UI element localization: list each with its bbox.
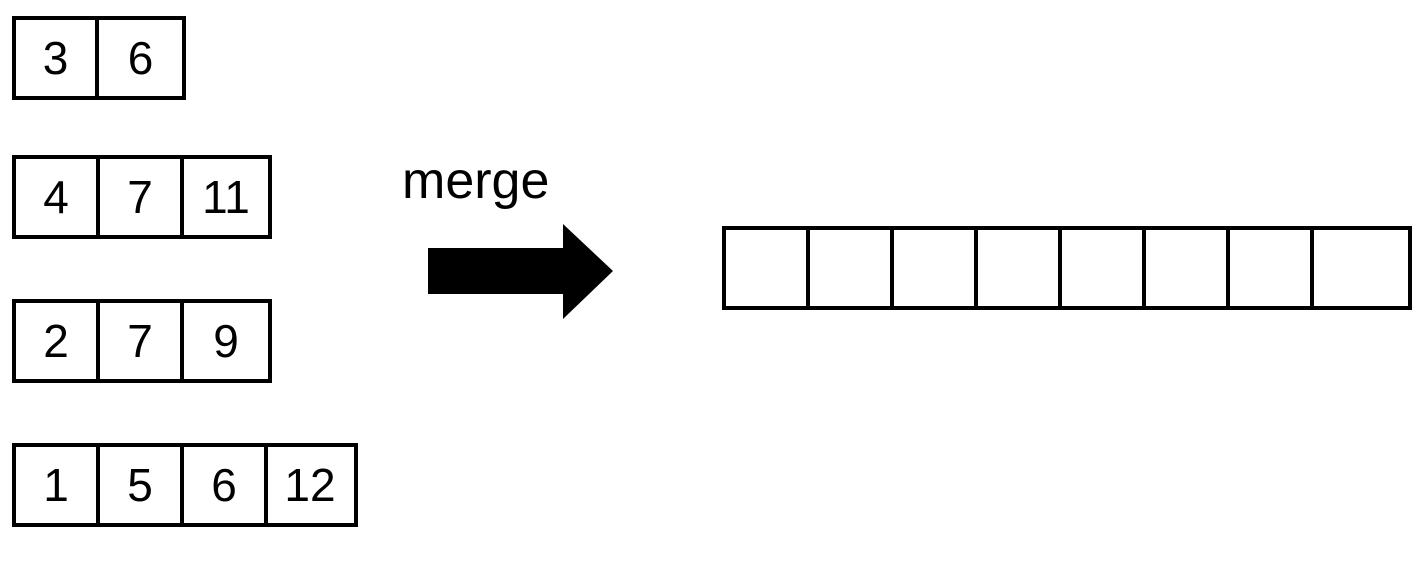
- output-cell-7: [1230, 230, 1314, 306]
- input-array-1-cell-1: 3: [16, 20, 100, 96]
- input-array-1-cell-2: 6: [127, 32, 154, 84]
- merge-label: merge: [402, 152, 550, 210]
- input-array-2-cell-1: 4: [16, 159, 100, 235]
- input-array-4-cell-4: 12: [284, 459, 336, 511]
- input-array-2-cell-3: 11: [202, 171, 250, 223]
- input-array-4-cell-1: 1: [16, 447, 100, 523]
- input-array-3-cell-1: 2: [16, 303, 100, 379]
- output-cell-3: [894, 230, 978, 306]
- output-cell-4: [978, 230, 1062, 306]
- input-array-4-cell-3: 6: [184, 447, 268, 523]
- input-array-4-cell-2: 5: [100, 447, 184, 523]
- output-cell-5: [1062, 230, 1146, 306]
- output-cell-1: [726, 230, 810, 306]
- input-array-3-cell-3: 9: [213, 315, 239, 367]
- merged-output-array: [722, 226, 1412, 310]
- output-cell-2: [810, 230, 894, 306]
- output-cell-6: [1146, 230, 1230, 306]
- right-arrow-icon: [428, 224, 613, 319]
- output-cell-8: [1314, 230, 1398, 306]
- right-arrow-shape: [428, 224, 613, 319]
- input-array-3-cell-2: 7: [100, 303, 184, 379]
- input-array-2-cell-2: 7: [100, 159, 184, 235]
